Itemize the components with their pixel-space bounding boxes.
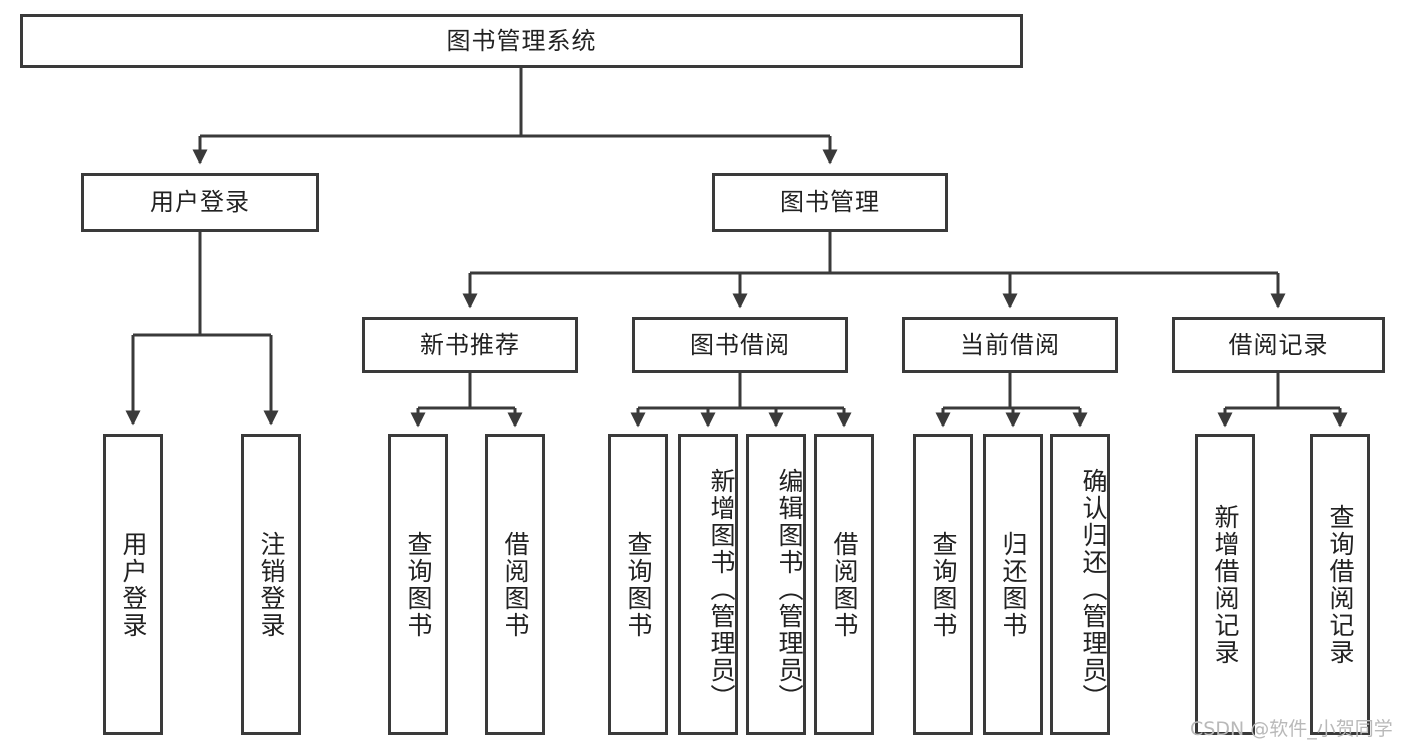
node-root-book-management-system[interactable]: 图书管理系统	[20, 14, 1023, 68]
node-leaf-query-borrow-record[interactable]: 查询借阅记录	[1310, 434, 1370, 735]
node-book-borrow[interactable]: 图书借阅	[632, 317, 848, 373]
node-leaf-user-login[interactable]: 用户登录	[103, 434, 163, 735]
node-leaf-borrow-book[interactable]: 借阅图书	[814, 434, 874, 735]
node-leaf-query-book-recommend[interactable]: 查询图书	[388, 434, 448, 735]
node-leaf-add-book-admin[interactable]: 新增图书（管理员）	[678, 434, 738, 735]
watermark-csdn: CSDN @软件_小贺同学	[1190, 718, 1393, 740]
node-leaf-query-book-current[interactable]: 查询图书	[913, 434, 973, 735]
node-current-borrow[interactable]: 当前借阅	[902, 317, 1118, 373]
node-leaf-borrow-book-recommend[interactable]: 借阅图书	[485, 434, 545, 735]
node-leaf-query-book-borrow[interactable]: 查询图书	[608, 434, 668, 735]
node-new-book-recommend[interactable]: 新书推荐	[362, 317, 578, 373]
node-borrow-record[interactable]: 借阅记录	[1172, 317, 1385, 373]
node-leaf-edit-book-admin[interactable]: 编辑图书（管理员）	[746, 434, 806, 735]
node-leaf-add-borrow-record[interactable]: 新增借阅记录	[1195, 434, 1255, 735]
node-book-manage[interactable]: 图书管理	[712, 173, 948, 232]
node-leaf-user-logout[interactable]: 注销登录	[241, 434, 301, 735]
node-leaf-confirm-return-admin[interactable]: 确认归还（管理员）	[1050, 434, 1110, 735]
node-user-login[interactable]: 用户登录	[81, 173, 319, 232]
node-leaf-return-book[interactable]: 归还图书	[983, 434, 1043, 735]
